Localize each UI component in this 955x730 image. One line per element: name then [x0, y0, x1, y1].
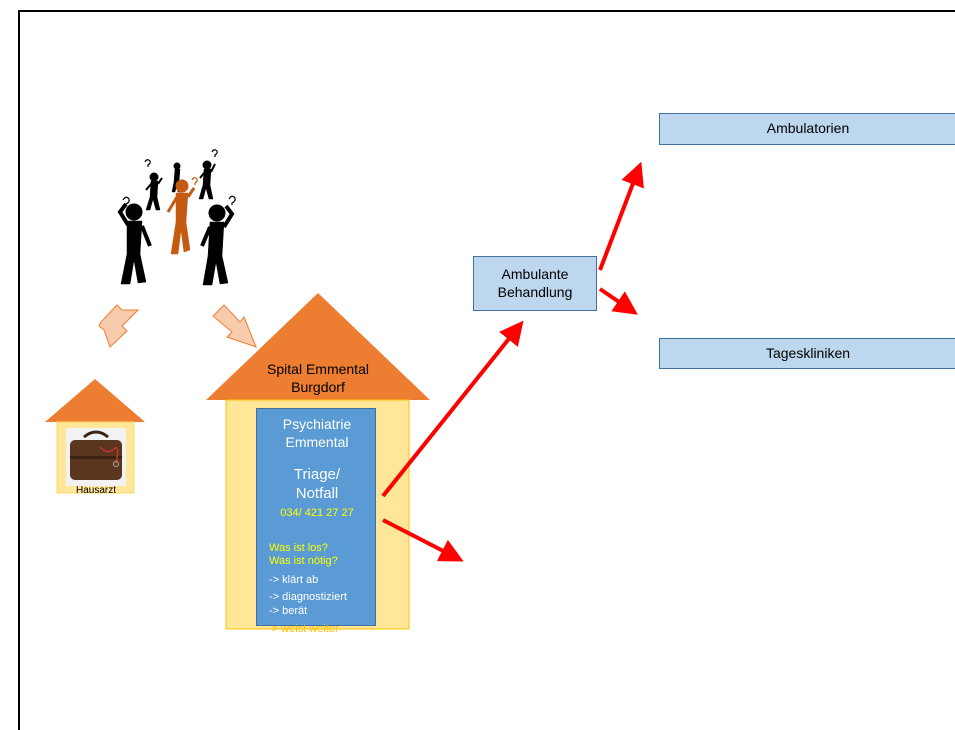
psychiatrie-line1: Psychiatrie — [282, 416, 352, 432]
ambulante-line1: Ambulante — [501, 266, 569, 282]
psychiatrie-title: Psychiatrie Emmental — [257, 415, 377, 451]
psychiatrie-line2: Emmental — [285, 434, 349, 450]
spital-name: Spital Emmental — [267, 361, 369, 377]
ambulatorien-box: Ambulatorien — [659, 113, 955, 145]
confused-people-icon — [117, 149, 236, 286]
action-weist-weiter: -> weist weiter — [268, 623, 339, 635]
triage-line1: Triage/ — [293, 466, 341, 483]
psychiatrie-box: Psychiatrie Emmental Triage/ Notfall 034… — [256, 408, 376, 626]
doctor-bag-icon — [66, 428, 126, 486]
ambulante-line2: Behandlung — [497, 283, 573, 300]
question-needed: Was ist nötig? — [269, 555, 338, 567]
action-beraet: -> berät — [269, 605, 308, 617]
question-what: Was ist los? — [269, 542, 328, 554]
action-klaert-ab: -> klärt ab — [269, 574, 319, 586]
phone-number: 034/ 421 27 27 — [280, 507, 354, 519]
ambulante-behandlung-box: Ambulante Behandlung — [473, 256, 597, 311]
spital-location: Burgdorf — [291, 379, 345, 395]
arrow-to-spital — [212, 304, 257, 348]
spital-roof-label: Spital Emmental Burgdorf — [238, 360, 398, 396]
slide-frame — [18, 10, 955, 730]
hausarzt-label: Hausarzt — [75, 485, 116, 496]
action-diagnostiziert: -> diagnostiziert — [269, 591, 347, 603]
triage-line2: Notfall — [295, 485, 339, 502]
tageskliniken-box: Tageskliniken — [659, 338, 955, 369]
red-arrows — [381, 161, 644, 562]
arrow-to-hausarzt — [98, 304, 140, 348]
triage-title: Triage/ Notfall — [257, 465, 377, 503]
